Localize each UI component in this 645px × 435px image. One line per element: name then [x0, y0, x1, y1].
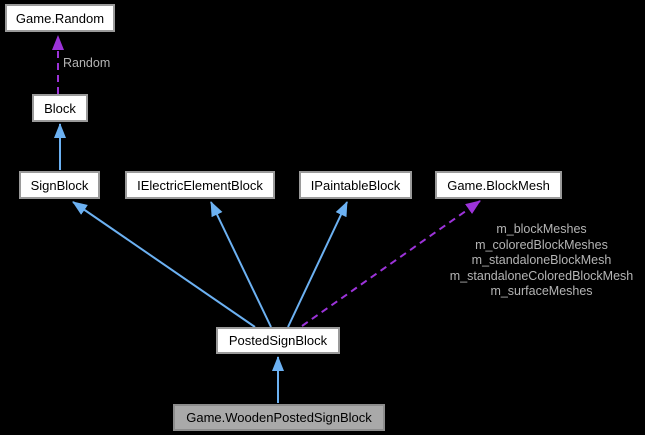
- edge-usage-postedsignblock-to-game-blockmesh: [301, 200, 481, 327]
- class-node-label: SignBlock: [30, 177, 89, 193]
- class-node-label: PostedSignBlock: [228, 333, 328, 348]
- class-node-label: Game.WoodenPostedSignBlock: [186, 410, 372, 425]
- class-node-game-woodenpostedsignblock-current: Game.WoodenPostedSignBlock: [173, 404, 385, 431]
- class-node-label: IPaintableBlock: [310, 177, 401, 193]
- class-node-label: Game.Random: [15, 10, 105, 26]
- class-node-postedsignblock[interactable]: PostedSignBlock: [216, 327, 340, 354]
- class-node-label: Block: [44, 100, 76, 116]
- class-node-ielectricelementblock[interactable]: IElectricElementBlock: [125, 171, 275, 199]
- class-node-game-random[interactable]: Game.Random: [5, 4, 115, 32]
- member-label: m_blockMeshes: [496, 222, 587, 236]
- edge-inherit-postedsignblock-to-signblock: [72, 201, 256, 328]
- edge-label-random: Random: [63, 56, 111, 70]
- edge-inherit-postedsignblock-to-ipaintableblock: [287, 201, 348, 328]
- class-node-block[interactable]: Block: [32, 94, 88, 122]
- member-label: m_surfaceMeshes: [490, 284, 593, 298]
- member-label: m_standaloneColoredBlockMesh: [449, 268, 634, 283]
- edge-inherit-postedsignblock-to-ielectricelementblock: [210, 201, 272, 328]
- class-node-label: Game.BlockMesh: [447, 177, 550, 193]
- class-node-signblock[interactable]: SignBlock: [19, 171, 100, 199]
- class-node-label: IElectricElementBlock: [137, 177, 263, 193]
- member-label: m_standaloneBlockMesh: [471, 253, 612, 267]
- member-label: m_coloredBlockMeshes: [475, 237, 608, 252]
- class-node-ipaintableblock[interactable]: IPaintableBlock: [299, 171, 412, 199]
- class-node-game-blockmesh[interactable]: Game.BlockMesh: [435, 171, 562, 199]
- edge-label-blockmesh-members: m_blockMeshes m_coloredBlockMeshes m_sta…: [438, 222, 645, 300]
